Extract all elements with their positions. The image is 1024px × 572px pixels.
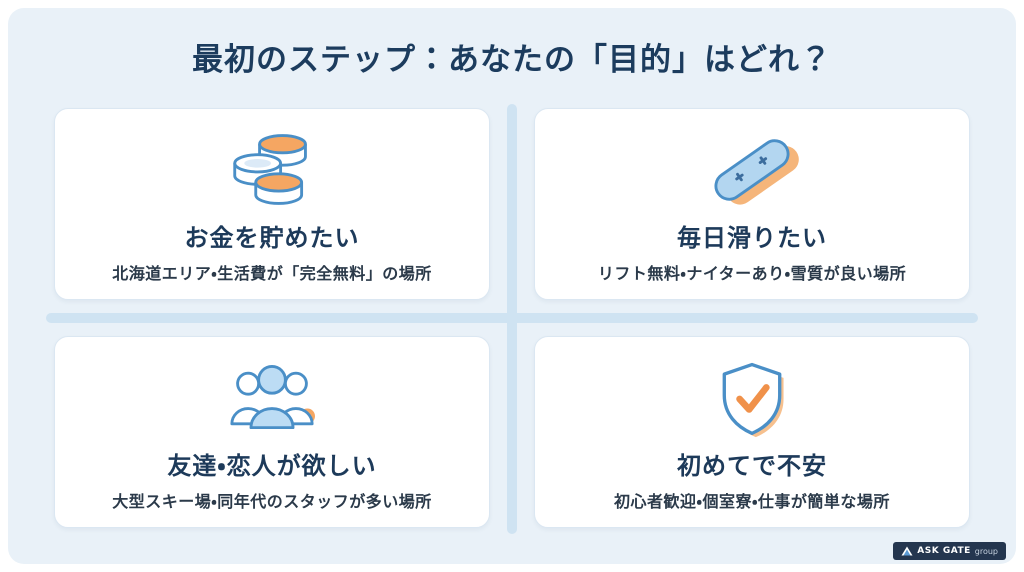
card-ride-every-day[interactable]: 毎日滑りたい リフト無料・ナイターあり・雪質が良い場所 (534, 108, 970, 300)
card-friends-partner[interactable]: 友達・恋人が欲しい 大型スキー場・同年代のスタッフが多い場所 (54, 336, 490, 528)
card-subtitle: 初心者歓迎・個室寮・仕事が簡単な場所 (614, 492, 890, 511)
card-heading: 友達・恋人が欲しい (167, 452, 377, 480)
card-subtitle: 北海道エリア・生活費が「完全無料」の場所 (112, 264, 432, 283)
logo-text-sub: group (974, 546, 998, 556)
card-heading: 毎日滑りたい (677, 224, 827, 252)
shield-check-icon (697, 352, 807, 444)
card-heading: 初めてで不安 (677, 452, 827, 480)
askgate-logo-icon (901, 546, 913, 556)
infographic-panel: 最初のステップ：あなたの「目的」はどれ？ お金を貯めたい (8, 8, 1016, 564)
card-save-money[interactable]: お金を貯めたい 北海道エリア・生活費が「完全無料」の場所 (54, 108, 490, 300)
logo-text-main: ASK GATE (917, 546, 971, 556)
options-grid: お金を貯めたい 北海道エリア・生活費が「完全無料」の場所 毎日滑りたい (54, 108, 970, 528)
card-heading: お金を貯めたい (184, 224, 360, 252)
people-icon (217, 352, 327, 444)
card-first-time-anxious[interactable]: 初めてで不安 初心者歓迎・個室寮・仕事が簡単な場所 (534, 336, 970, 528)
coins-icon (217, 124, 327, 216)
card-subtitle: 大型スキー場・同年代のスタッフが多い場所 (112, 492, 432, 511)
page-title: 最初のステップ：あなたの「目的」はどれ？ (192, 42, 832, 78)
snowboard-icon (697, 124, 807, 216)
askgate-logo: ASK GATE group (893, 542, 1006, 560)
card-subtitle: リフト無料・ナイターあり・雪質が良い場所 (597, 264, 907, 283)
divider-vertical (507, 104, 517, 534)
